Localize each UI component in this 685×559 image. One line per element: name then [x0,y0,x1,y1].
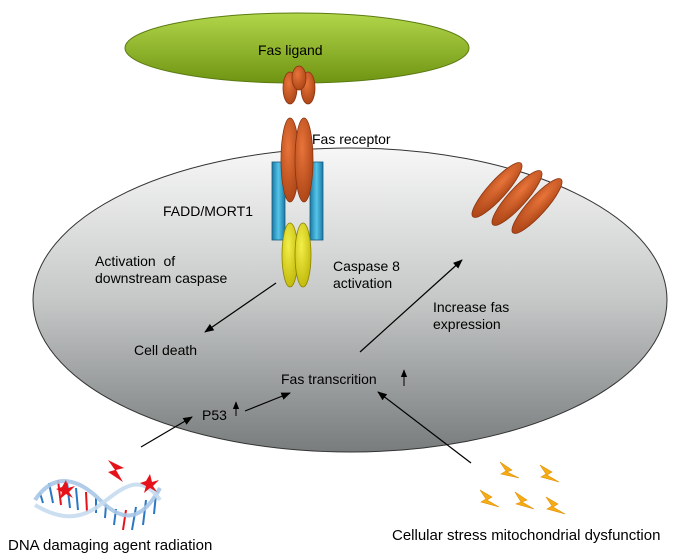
fas-ligand-label: Fas ligand [258,42,323,58]
fadd-mort1-label: FADD/MORT1 [163,203,253,219]
arrow-stress-to-transcription [377,391,472,464]
caspase-8-label: Caspase 8 activation [333,258,400,291]
dna-helix-icon [33,460,162,531]
caspase-8-shape [281,222,312,288]
lightning-bolt-icon [479,461,566,515]
fas-receptor-shape [280,117,314,203]
fadd-right-bar [309,161,324,241]
arrow-caspase-to-cell-death [204,282,277,333]
cell-death-label: Cell death [134,342,198,358]
cell-body [32,147,668,453]
arrow-dna-to-p53 [140,416,193,448]
p53-label: P53 [202,407,227,423]
fadd-left-bar [271,161,286,241]
fas-ligand-trimer [282,65,316,105]
arrow-p53-to-transcription [244,392,291,412]
fas-transcription-label: Fas transcrition [281,371,377,387]
activation-downstream-label: Activation of downstream caspase [95,253,228,286]
cellular-stress-label: Cellular stress mitochondrial dysfunctio… [392,527,661,544]
new-fas-receptors [471,162,563,234]
fas-receptor-label: Fas receptor [312,131,391,147]
increase-fas-label: Increase fas expression [433,299,510,332]
dna-damage-label: DNA damaging agent radiation [8,537,213,554]
arrow-transcription-to-expression [359,259,463,353]
